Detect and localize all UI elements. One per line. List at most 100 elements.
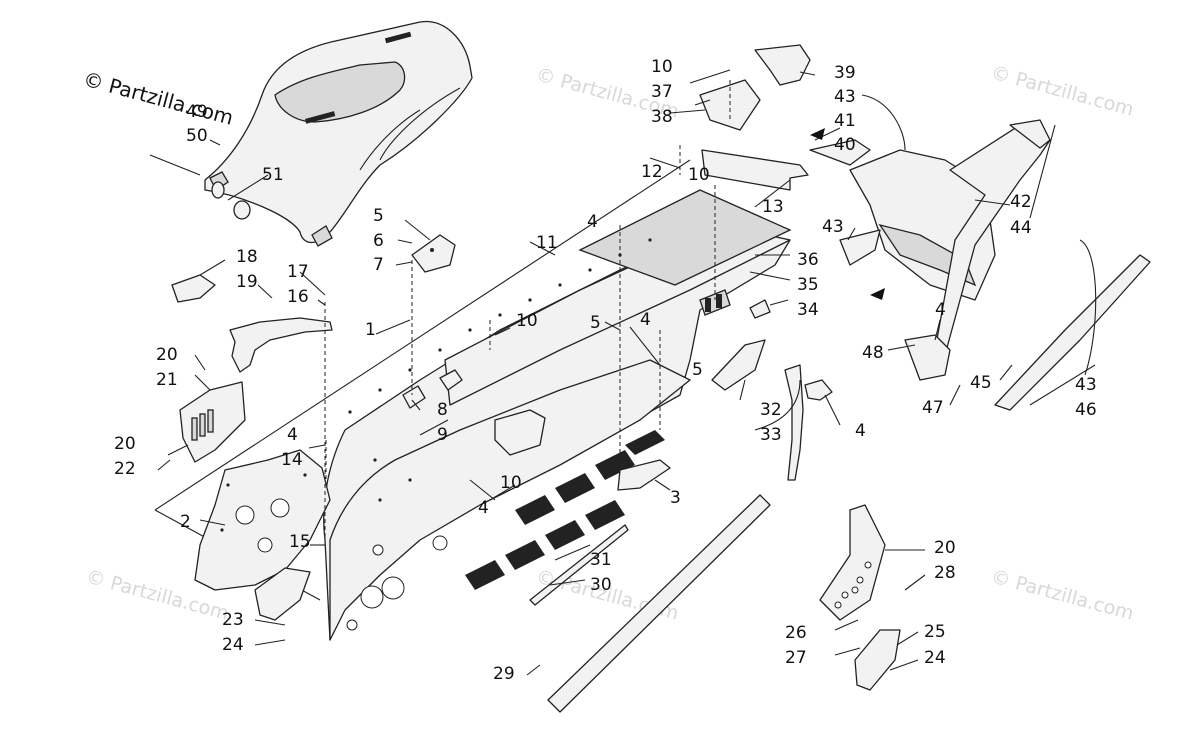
snowflap-bracket-43[interactable] xyxy=(839,229,881,266)
callout-50[interactable]: 50 xyxy=(186,126,208,146)
callout-46[interactable]: 46 xyxy=(1075,400,1097,420)
bracket-13[interactable] xyxy=(701,149,809,191)
callout-3[interactable]: 3 xyxy=(670,488,681,508)
callout-15[interactable]: 15 xyxy=(289,532,311,552)
callout-4[interactable]: 4 xyxy=(287,425,298,445)
callout-8[interactable]: 8 xyxy=(437,400,448,420)
callout-30[interactable]: 30 xyxy=(590,575,612,595)
callout-43[interactable]: 43 xyxy=(834,87,856,107)
callout-38[interactable]: 38 xyxy=(651,107,673,127)
tunnel[interactable] xyxy=(323,189,792,641)
callout-28[interactable]: 28 xyxy=(934,563,956,583)
callout-24[interactable]: 24 xyxy=(924,648,946,668)
callout-22[interactable]: 22 xyxy=(114,459,136,479)
callout-4[interactable]: 4 xyxy=(855,421,866,441)
callout-16[interactable]: 16 xyxy=(287,287,309,307)
bracket-48[interactable] xyxy=(904,334,951,381)
callout-10[interactable]: 10 xyxy=(516,311,538,331)
bracket-32[interactable] xyxy=(711,339,766,391)
rear-bumper-44[interactable] xyxy=(934,119,1051,356)
callout-27[interactable]: 27 xyxy=(785,648,807,668)
flap-bracket-40[interactable] xyxy=(809,139,871,166)
callout-5[interactable]: 5 xyxy=(373,206,384,226)
heat-shield[interactable] xyxy=(179,381,246,463)
callout-10[interactable]: 10 xyxy=(688,165,710,185)
callout-11[interactable]: 11 xyxy=(536,233,558,253)
leader-lines xyxy=(157,69,1097,676)
callout-29[interactable]: 29 xyxy=(493,664,515,684)
callout-2[interactable]: 2 xyxy=(180,512,191,532)
callout-18[interactable]: 18 xyxy=(236,247,258,267)
callout-4[interactable]: 4 xyxy=(640,310,651,330)
callout-43[interactable]: 43 xyxy=(822,217,844,237)
callout-42[interactable]: 42 xyxy=(1010,192,1032,212)
rail-30[interactable] xyxy=(547,494,771,713)
callout-32[interactable]: 32 xyxy=(760,400,782,420)
arrow-icon xyxy=(870,288,885,300)
callout-4[interactable]: 4 xyxy=(478,498,489,518)
callout-36[interactable]: 36 xyxy=(797,250,819,270)
callout-13[interactable]: 13 xyxy=(762,197,784,217)
callout-40[interactable]: 40 xyxy=(834,135,856,155)
bracket-4-right[interactable] xyxy=(804,379,833,401)
seat-washer-51[interactable] xyxy=(211,181,251,220)
callout-10[interactable]: 10 xyxy=(500,473,522,493)
callout-48[interactable]: 48 xyxy=(862,343,884,363)
callout-20[interactable]: 20 xyxy=(934,538,956,558)
callout-17[interactable]: 17 xyxy=(287,262,309,282)
callout-19[interactable]: 19 xyxy=(236,272,258,292)
callout-4[interactable]: 4 xyxy=(587,212,598,232)
side-rail-46[interactable] xyxy=(994,254,1151,411)
callout-45[interactable]: 45 xyxy=(970,373,992,393)
callout-51[interactable]: 51 xyxy=(262,165,284,185)
callout-12[interactable]: 12 xyxy=(641,162,663,182)
seat[interactable] xyxy=(204,20,473,247)
callout-20[interactable]: 20 xyxy=(114,434,136,454)
footrest-pad-25[interactable] xyxy=(854,629,901,691)
callout-47[interactable]: 47 xyxy=(922,398,944,418)
callout-20[interactable]: 20 xyxy=(156,345,178,365)
footrest-20-right[interactable] xyxy=(819,504,886,621)
cover-18[interactable] xyxy=(171,274,216,303)
callout-41[interactable]: 41 xyxy=(834,111,856,131)
callout-5[interactable]: 5 xyxy=(692,360,703,380)
callout-26[interactable]: 26 xyxy=(785,623,807,643)
callout-21[interactable]: 21 xyxy=(156,370,178,390)
bumper-8[interactable] xyxy=(402,385,426,409)
callout-7[interactable]: 7 xyxy=(373,255,384,275)
callout-39[interactable]: 39 xyxy=(834,63,856,83)
callout-5[interactable]: 5 xyxy=(590,313,601,333)
mount-10[interactable] xyxy=(494,409,546,456)
callout-43[interactable]: 43 xyxy=(1075,375,1097,395)
plate-35[interactable] xyxy=(699,289,731,316)
callout-14[interactable]: 14 xyxy=(281,450,303,470)
copyright-text: © Partzilla.com xyxy=(81,67,236,130)
callout-33[interactable]: 33 xyxy=(760,425,782,445)
bumper-9[interactable] xyxy=(439,369,463,391)
callout-34[interactable]: 34 xyxy=(797,300,819,320)
callout-37[interactable]: 37 xyxy=(651,82,673,102)
callout-4[interactable]: 4 xyxy=(935,300,946,320)
callout-23[interactable]: 23 xyxy=(222,610,244,630)
callout-25[interactable]: 25 xyxy=(924,622,946,642)
watermark: © Partzilla.com xyxy=(989,566,1136,625)
grab-handle-19[interactable] xyxy=(229,317,333,373)
callout-6[interactable]: 6 xyxy=(373,231,384,251)
clip-34[interactable] xyxy=(749,299,771,319)
slide-31[interactable] xyxy=(529,524,629,606)
seat-bolt-50[interactable] xyxy=(149,154,201,176)
callout-35[interactable]: 35 xyxy=(797,275,819,295)
callout-44[interactable]: 44 xyxy=(1010,218,1032,238)
plate-3[interactable] xyxy=(617,459,671,491)
callout-31[interactable]: 31 xyxy=(590,550,612,570)
callout-1[interactable]: 1 xyxy=(365,320,376,340)
front-bulkhead[interactable] xyxy=(194,449,331,591)
callout-10[interactable]: 10 xyxy=(651,57,673,77)
footrest-pad-23[interactable] xyxy=(254,567,311,621)
bracket-7[interactable] xyxy=(411,234,456,273)
bracket-39[interactable] xyxy=(754,44,811,86)
callout-9[interactable]: 9 xyxy=(437,425,448,445)
callout-49[interactable]: 49 xyxy=(186,102,208,122)
callout-24[interactable]: 24 xyxy=(222,635,244,655)
